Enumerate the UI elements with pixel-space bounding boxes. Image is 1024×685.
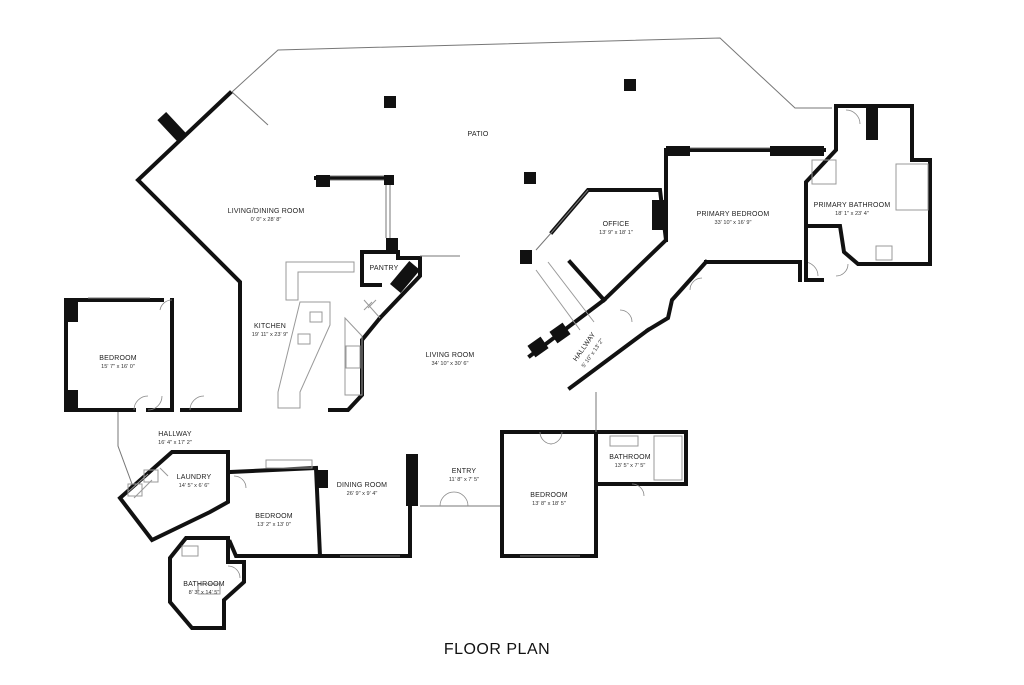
wall-column (866, 106, 878, 140)
bedroom-south-dims: 13' 2" x 13' 0" (257, 522, 291, 528)
dining-room-label: DINING ROOM (337, 482, 387, 489)
primary-bedroom-label: PRIMARY BEDROOM (697, 211, 770, 218)
primary-bedroom-walls (645, 148, 826, 333)
wall-column (770, 146, 824, 156)
toilet-icon (181, 545, 199, 557)
door-swing (133, 299, 173, 411)
patio-post (384, 96, 396, 108)
kitchen-counter (285, 261, 355, 301)
wall-column (389, 261, 421, 293)
hallway-west-dims: 16' 4" x 17' 2" (158, 440, 192, 446)
window (330, 175, 384, 181)
laundry-fixtures (127, 467, 169, 499)
pantry-label: PANTRY (370, 265, 399, 272)
bedroom-south-label: BEDROOM (255, 513, 293, 520)
door-swing (631, 483, 645, 497)
window (551, 189, 589, 233)
bedroom-center-walls (500, 430, 598, 558)
range-icon (345, 345, 361, 369)
wall-column (520, 250, 532, 264)
pantry-walls (360, 250, 422, 321)
primary-bedroom-dims: 33' 10" x 16' 9" (715, 220, 752, 226)
primary-bathroom-walls (804, 104, 932, 266)
door-swing (233, 475, 247, 489)
toilet-icon (875, 245, 893, 261)
office-dims: 13' 9" x 18' 1" (599, 230, 633, 236)
entry-label: ENTRY (452, 468, 477, 475)
door-swing (189, 395, 205, 411)
closet (265, 459, 313, 469)
wall-column (64, 390, 78, 412)
bedroom-west-dims: 15' 7" x 16' 0" (101, 364, 135, 370)
entry-door-swing (439, 491, 469, 507)
wall-column (318, 470, 328, 488)
door-swing (539, 431, 563, 445)
kitchen-island (277, 301, 331, 409)
wall-column (386, 238, 398, 252)
closet-shelf (535, 261, 595, 331)
bathroom-center-dims: 13' 5" x 7' 5" (615, 463, 646, 469)
entry-dims: 11' 8" x 7' 5" (449, 477, 479, 483)
vanity (811, 159, 837, 185)
wall-column (316, 175, 330, 187)
living-dining-label: LIVING/DINING ROOM (228, 208, 305, 215)
wall-column (652, 200, 664, 230)
bedroom-center-label: BEDROOM (530, 492, 568, 499)
primary-bathroom-label: PRIMARY BATHROOM (814, 202, 891, 209)
vanity (197, 583, 221, 595)
patio-post (624, 79, 636, 91)
dryer-icon (143, 469, 159, 483)
patio-post (524, 172, 536, 184)
primary-bathroom-dims: 18' 1" x 23' 4" (835, 211, 869, 217)
patio-outline (231, 37, 832, 109)
bathtub-icon (653, 435, 683, 481)
hallway-west-label: HALLWAY (158, 431, 192, 438)
laundry-dims: 14' 5" x 6' 6" (179, 483, 210, 489)
living-room-label: LIVING ROOM (426, 352, 475, 359)
wall-column (157, 111, 187, 143)
kitchen-east-wall (328, 315, 383, 412)
bedroom-west-label: BEDROOM (99, 355, 137, 362)
bathroom-sw-walls (168, 536, 246, 630)
door-swing (803, 109, 861, 277)
floor-plan-title: FLOOR PLAN (444, 641, 550, 658)
closet-block (549, 322, 571, 344)
door-swing (227, 565, 241, 579)
laundry-walls (117, 450, 230, 543)
laundry-label: LAUNDRY (177, 474, 212, 481)
bathroom-center-label: BATHROOM (609, 454, 651, 461)
patio-label: PATIO (468, 131, 489, 138)
sink-icon (297, 333, 311, 345)
wall-column (64, 300, 78, 322)
office-walls (549, 188, 669, 303)
bathroom-center-walls (594, 430, 688, 486)
kitchen-label: KITCHEN (254, 323, 286, 330)
door-swing (619, 277, 703, 323)
pantry-shelf (363, 299, 381, 319)
bathroom-sw-label: BATHROOM (183, 581, 225, 588)
kitchen-dims: 19' 11" x 23' 9" (252, 332, 288, 338)
wall-column (666, 146, 690, 156)
living-dining-dims: 0' 0" x 28' 8" (251, 217, 282, 223)
primary-bath-closet-wall (804, 224, 824, 282)
dining-room-dims: 26' 9" x 9' 4" (347, 491, 378, 497)
washer-icon (127, 483, 143, 497)
wall-column (406, 454, 418, 506)
kitchen-counter (344, 316, 363, 396)
office-diagonal (535, 231, 553, 251)
bedroom-west-walls (64, 298, 242, 412)
office-label: OFFICE (603, 221, 630, 228)
closet-block (527, 336, 549, 358)
bathtub-icon (895, 163, 929, 211)
patio-opening-line (231, 91, 269, 126)
bedroom-center-dims: 13' 8" x 18' 5" (532, 501, 566, 507)
window (385, 185, 391, 238)
living-room-dims: 34' 10" x 30' 6" (432, 361, 469, 367)
vanity (609, 435, 639, 447)
wall-column (384, 175, 394, 185)
living-dining-west-wall (135, 90, 242, 412)
sink-icon (309, 311, 323, 323)
bathroom-sw-dims: 8' 3" x 14' 5" (189, 590, 220, 596)
